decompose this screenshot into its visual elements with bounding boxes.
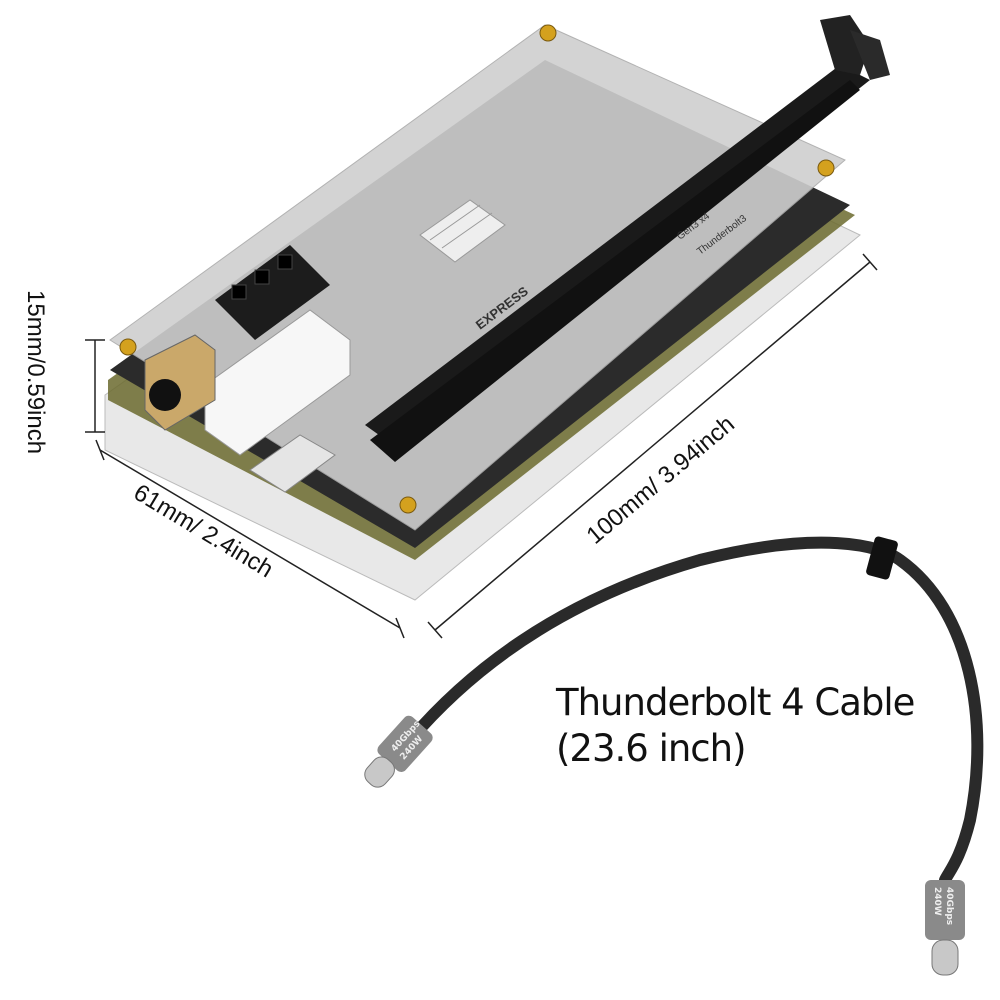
cable-connector-bottom: 40Gbps 240W [925,880,965,976]
screws [119,24,835,514]
cable-title: Thunderbolt 4 Cable [556,681,915,724]
heatsink [419,199,506,263]
usb-c-port [249,434,336,493]
connector-speed-label: 40Gbps [944,887,954,925]
pcie-slot [365,15,890,462]
cable-caption: Thunderbolt 4 Cable (23.6 inch) [556,680,915,772]
dc-jack [144,334,216,431]
dimension-lines [85,253,878,639]
molex-connector [204,309,351,456]
cable-connector-left: 40Gbps 240W [364,715,433,788]
dimension-height: 15mm/0.59inch [22,290,49,454]
connector-power-label: 240W [932,887,942,916]
cable-strap [866,536,898,580]
cable-length: (23.6 inch) [556,727,747,770]
power-connector-8pin [215,245,330,340]
